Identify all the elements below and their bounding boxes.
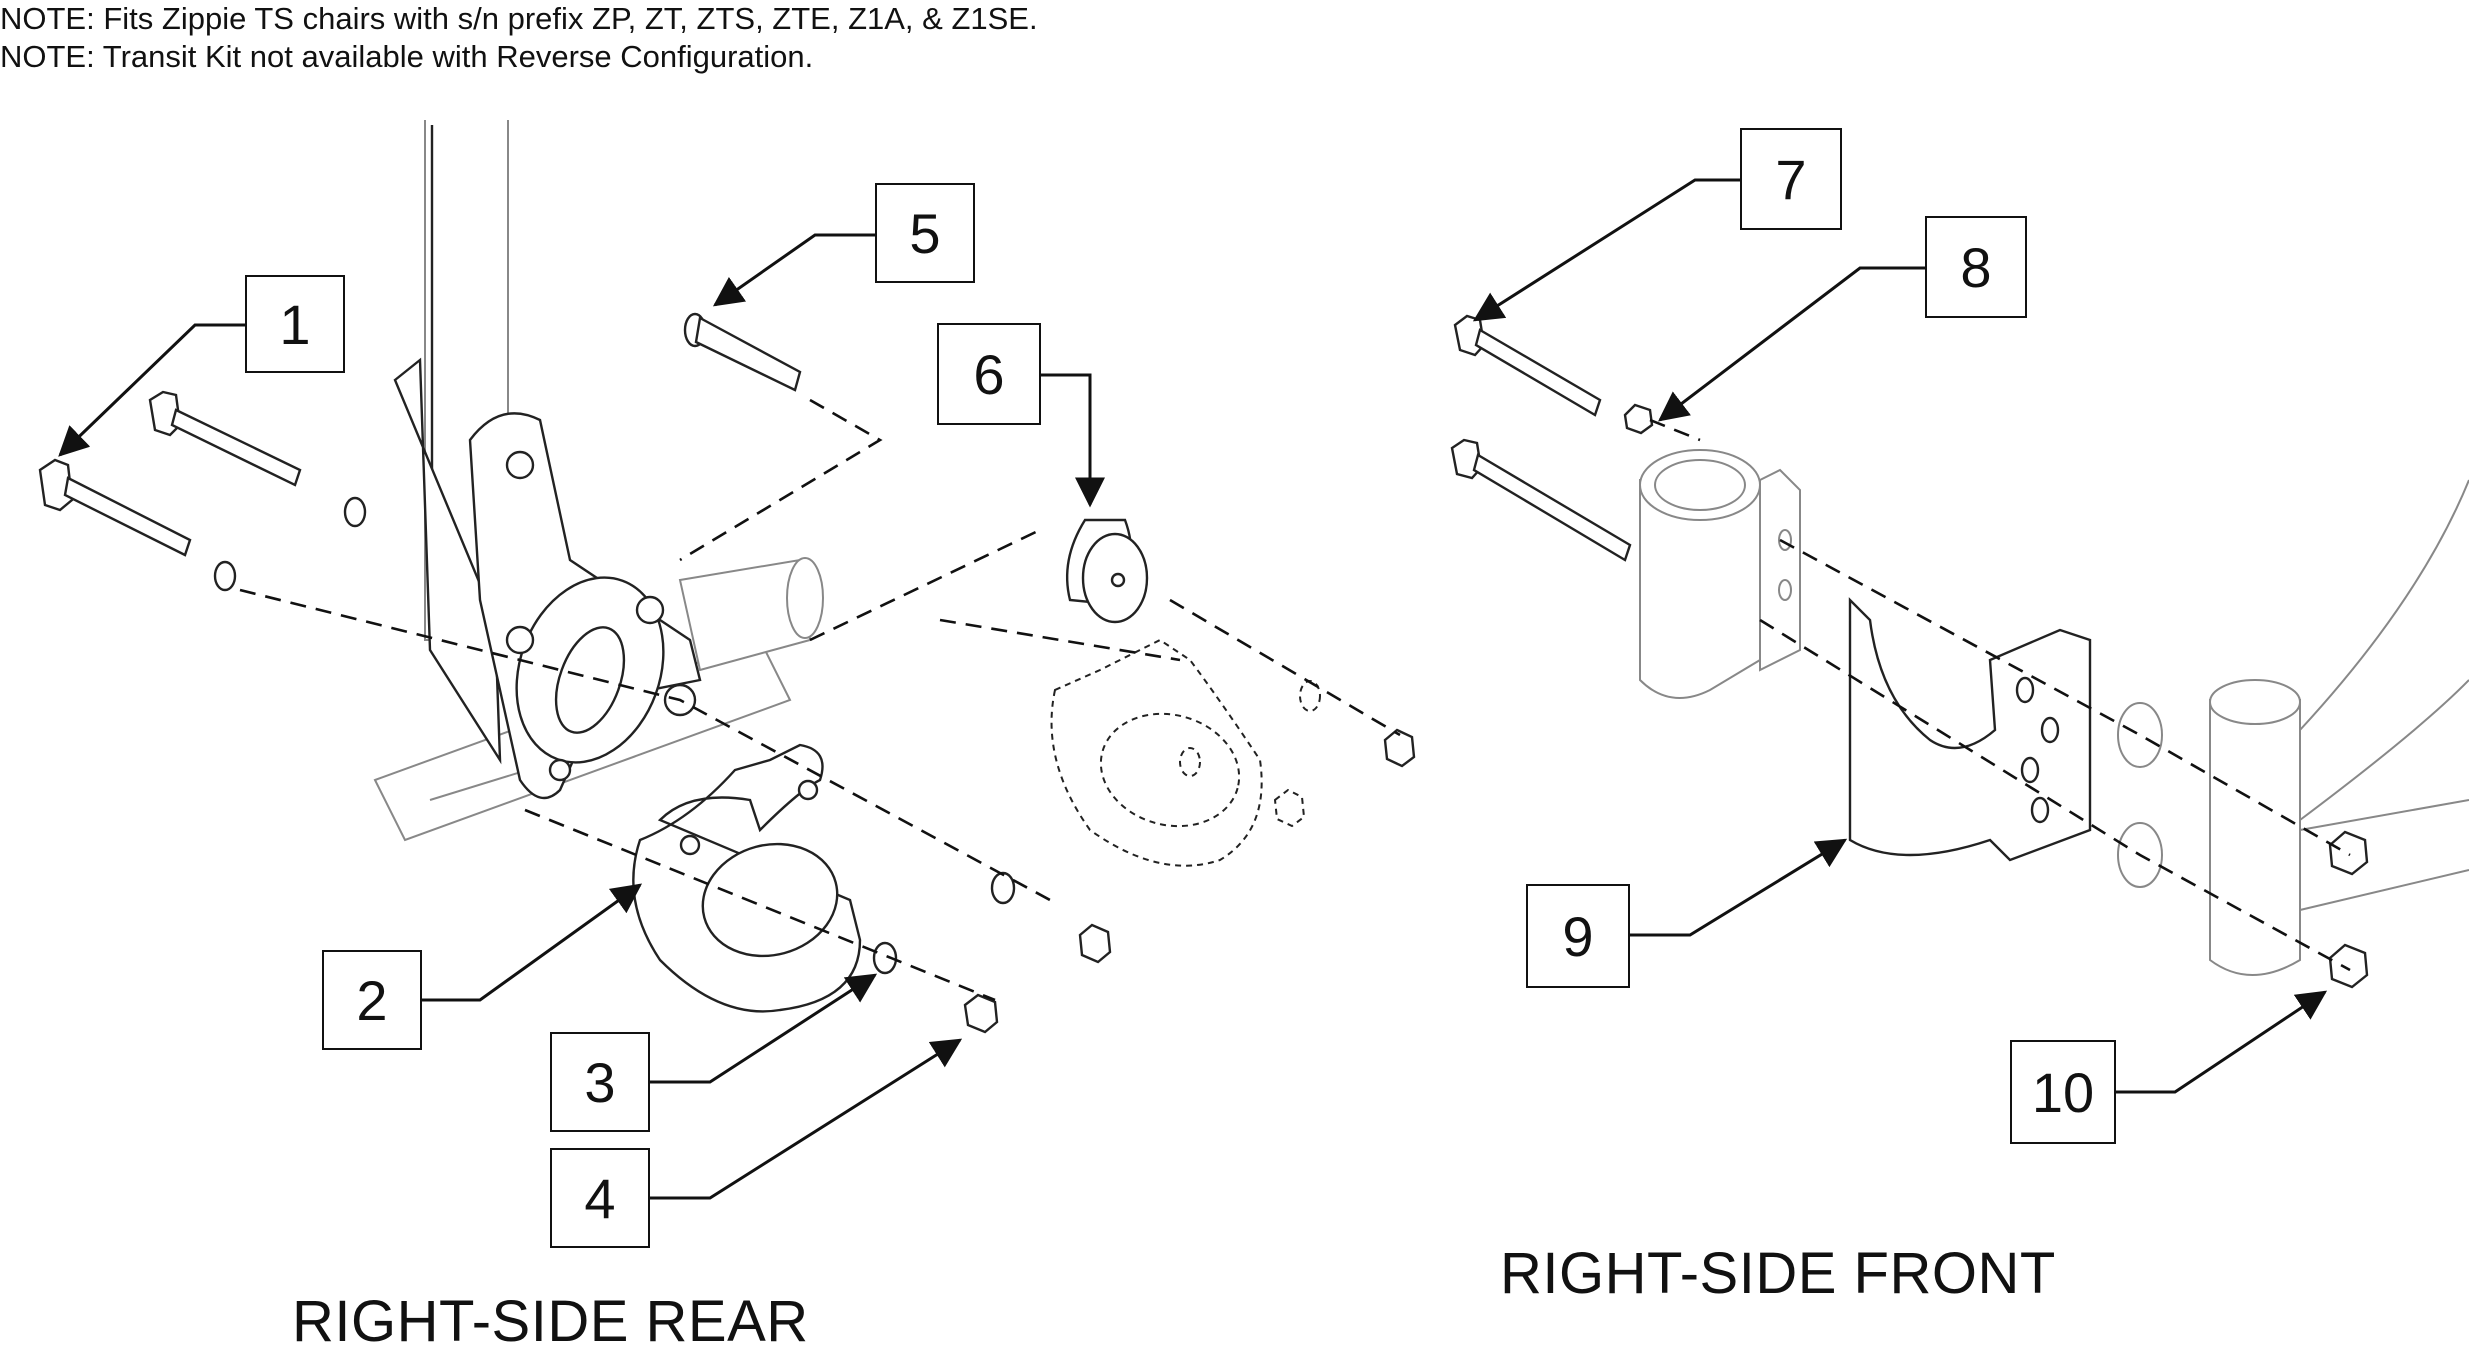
callout-10: 10 [2010, 1040, 2116, 1144]
callout-4: 4 [550, 1148, 650, 1248]
rear-frame-assembly [373, 120, 824, 842]
front-frame-tube [2209, 479, 2469, 976]
transit-kit-note: NOTE: Transit Kit not available with Rev… [0, 39, 814, 74]
callout-5: 5 [875, 183, 975, 283]
cone-spacer [1065, 518, 1149, 624]
front-spacers [2117, 702, 2163, 888]
front-bolts [1450, 314, 1654, 562]
transit-bracket-rear [632, 743, 862, 1013]
front-nuts [2328, 830, 2369, 989]
callout-1: 1 [245, 275, 345, 373]
front-clamp [1639, 449, 1801, 699]
rear-assembly-lines [239, 398, 1401, 1002]
callout-6: 6 [937, 323, 1041, 425]
rear-nuts [963, 728, 1416, 1034]
fitment-note: NOTE: Fits Zippie TS chairs with s/n pre… [0, 1, 1038, 36]
rear-hex-bolts [38, 390, 302, 557]
front-assembly-lines [1649, 418, 2351, 972]
transit-bracket-hidden [1050, 638, 1321, 867]
rear-washers [213, 496, 1016, 975]
callout-9: 9 [1526, 884, 1630, 988]
callout-8: 8 [1925, 216, 2027, 318]
callout-7: 7 [1740, 128, 1842, 230]
transit-bracket-front [1848, 597, 2092, 862]
callout-3: 3 [550, 1032, 650, 1132]
front-view-label: RIGHT-SIDE FRONT [1500, 1241, 2056, 1306]
callout-2: 2 [322, 950, 422, 1050]
leader-lines [58, 178, 2328, 1200]
rear-view-label: RIGHT-SIDE REAR [292, 1289, 809, 1354]
transit-pin [683, 312, 802, 392]
